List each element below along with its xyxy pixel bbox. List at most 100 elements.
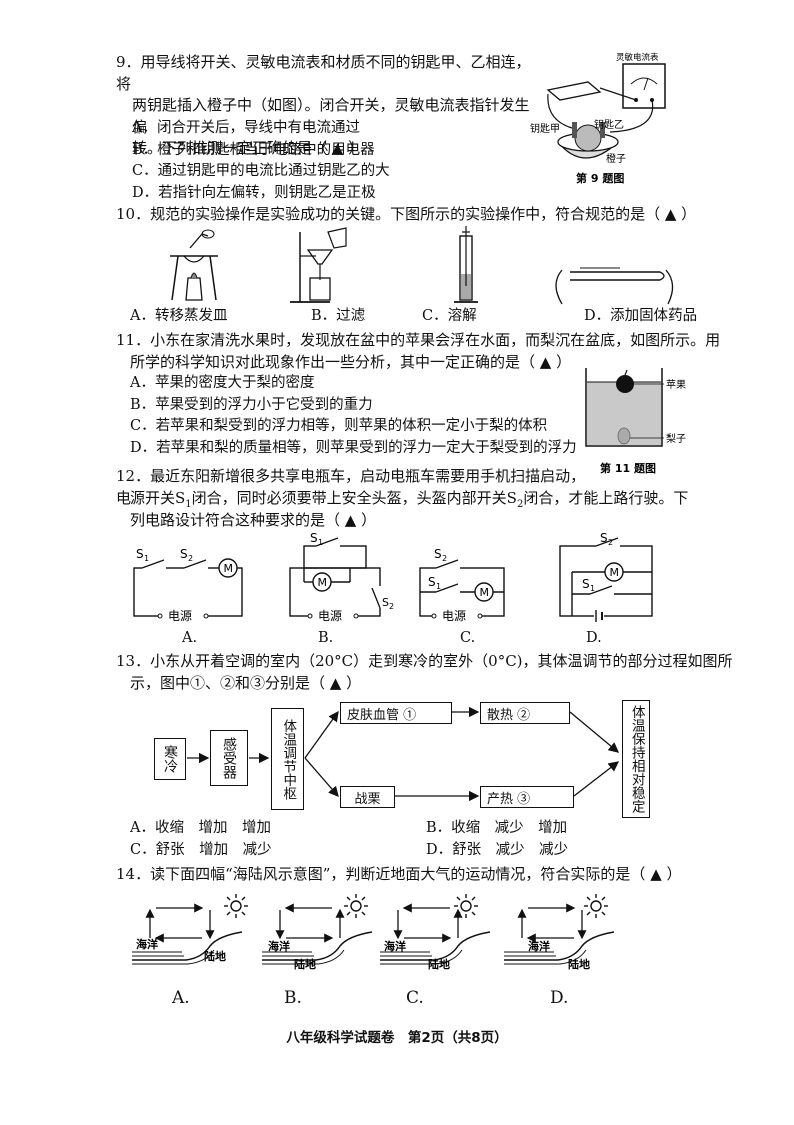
q9-option-b[interactable]: B．橙子和钥匙相当于电路中的用电器 (132, 141, 375, 158)
q9-stem-line3: 转。下列推测一定正确的是（ ▲ ） (132, 139, 364, 157)
q12-circuit-b: M S 1 S 2 电源 (289, 532, 394, 623)
q12-stem-line1: 12．最近东阳新增很多共享电瓶车，启动电瓶车需要用手机扫描启动，电 (116, 467, 586, 507)
q9-option-a[interactable]: A．闭合开关后，导线中有电流通过 (132, 120, 360, 136)
q9-stem: 9．用导线将开关、灵敏电流表和材质不同的钥匙甲、乙相连，将 两钥匙插入橙子中（如… (116, 52, 536, 160)
q13-option-a[interactable]: A．收缩 增加 增加 (130, 820, 271, 836)
q13-box-center: 体温调节中枢 (271, 708, 304, 810)
q12-c-s1: S (428, 575, 436, 589)
q14-figure-d: 海洋 陆地 (503, 893, 615, 971)
q12-circuit-c: M S 2 S 1 电源 (419, 547, 505, 623)
q13-option-c[interactable]: C．舒张 增加 减少 (130, 842, 272, 858)
q12-stem-line3: 列电路设计符合这种要求的是（ ▲ ） (130, 511, 377, 529)
q12-d-motor: M (610, 566, 620, 579)
q11-options: A．苹果的密度大于梨的密度 B．苹果受到的浮力小于它受到的重力 C．若苹果和梨受… (130, 373, 600, 459)
q14-c-land: 陆地 (428, 957, 450, 971)
q11-option-b[interactable]: B．苹果受到的浮力小于它受到的重力 (130, 396, 373, 413)
q14-c-sea: 海洋 (384, 939, 406, 953)
q14-a-sea: 海洋 (136, 937, 158, 951)
q9-label-key-b: 钥匙乙 (594, 118, 624, 131)
q14-b-sea: 海洋 (268, 939, 290, 953)
q12-option-b[interactable]: B. (318, 630, 334, 646)
q12-stem-line2: 源开关S1闭合，同时必须要带上安全头盔，头盔内部开关S2闭合，才能上路行驶。下 (130, 488, 790, 516)
q13-option-d[interactable]: D．舒张 减少 减少 (426, 842, 569, 858)
q10-option-b[interactable]: B．过滤 (311, 308, 366, 324)
q11-label-pear: 梨子 (666, 432, 686, 445)
q12-options: A. B. C. D. (120, 628, 680, 650)
q12-circuits: M S 1 S 2 电源 M S 1 S 2 (120, 532, 680, 626)
q10-figures (150, 226, 690, 308)
q14-a-land: 陆地 (204, 949, 226, 963)
q11-stem-line2: 所学的科学知识对此现象作出一些分析，其中一定正确的是（ ▲ ） (130, 352, 572, 371)
q14-figures: 海洋 陆地 海洋 陆地 海洋 陆地 (126, 888, 726, 984)
q9-option-c[interactable]: C．通过钥匙甲的电流比通过钥匙乙的大 (132, 163, 390, 179)
q12-a-s1-sub: 1 (144, 554, 149, 563)
q12-c-s2: S (434, 547, 442, 561)
q14-option-b[interactable]: B. (284, 988, 302, 1008)
q9-options: A．闭合开关后，导线中有电流通过 B．橙子和钥匙相当于电路中的用电器 C．通过钥… (132, 118, 532, 204)
q14-b-land: 陆地 (294, 957, 316, 971)
q13-box-shiver: 战栗 (340, 786, 395, 808)
q9-label-orange: 橙子 (606, 152, 626, 165)
q12-b-s1: S (310, 532, 318, 545)
q10-options: A．转移蒸发皿 B．过滤 C．溶解 D．添加固体药品 (130, 306, 780, 328)
q12-stem-sub1: 1 (185, 499, 192, 510)
q11-option-c[interactable]: C．若苹果和梨受到的浮力相等，则苹果的体积一定小于梨的体积 (130, 418, 548, 434)
q14-d-sea: 海洋 (528, 939, 550, 953)
q12-option-a[interactable]: A. (182, 630, 198, 646)
q12-c-power: 电源 (442, 609, 466, 623)
q12-option-c[interactable]: C. (460, 630, 476, 646)
q13-option-b[interactable]: B．收缩 减少 增加 (426, 820, 568, 836)
q13-box-heat-gen: 产热 ③ (480, 786, 574, 808)
q13-box-skin: 皮肤血管 ① (340, 702, 452, 724)
q11-option-a[interactable]: A．苹果的密度大于梨的密度 (130, 375, 315, 391)
q14-figure-b: 海洋 陆地 (261, 893, 373, 971)
q11-stem-line1: 11．小东在家清洗水果时，发现放在盆中的苹果会浮在水面，而梨沉在盆底，如图所示。… (116, 331, 721, 349)
q14-figure-c: 海洋 陆地 (379, 893, 491, 971)
q12-d-s2-sub: 2 (608, 538, 613, 547)
q12-option-d[interactable]: D. (586, 630, 602, 646)
q9-option-d[interactable]: D．若指针向左偏转，则钥匙乙是正极 (132, 184, 376, 201)
q11-figure: 苹果 梨子 第 11 题图 (580, 354, 700, 476)
q11-caption: 第 11 题图 (600, 461, 656, 475)
q13-stem-line1: 13．小东从开着空调的室内（20°C）走到寒冷的室外（0°C)，其体温调节的部分… (116, 652, 733, 670)
q13-box-stable: 体温保持相对稳定 (622, 700, 650, 818)
q12-stem-sub2: 2 (516, 499, 524, 510)
q13-box-cold: 寒冷 (154, 738, 186, 780)
q12-b-s2: S (382, 596, 389, 609)
q12-b-power: 电源 (318, 609, 342, 623)
page-footer: 八年级科学试题卷 第2页（共8页） (286, 1030, 508, 1046)
q11-label-apple: 苹果 (666, 378, 686, 391)
q12-stem-2c: 闭合，才能上路行驶。下 (523, 489, 689, 507)
q13-box-receptor: 感受器 (210, 730, 248, 786)
q14-option-a[interactable]: A. (172, 988, 190, 1008)
q14-stem: 14．读下面四幅“海陆风示意图”，判断近地面大气的运动情况，符合实际的是（ ▲ … (116, 865, 682, 883)
q10-stem: 10．规范的实验操作是实验成功的关键。下图所示的实验操作中，符合规范的是（ ▲ … (116, 205, 697, 223)
q12-c-s1-sub: 1 (436, 582, 441, 591)
q12-a-s2-sub: 2 (188, 554, 193, 563)
q11-stem: 11．小东在家清洗水果时，发现放在盆中的苹果会浮在水面，而梨沉在盆底，如图所示。… (116, 330, 776, 373)
q12-b-s1-sub: 1 (318, 538, 323, 547)
q14-option-c[interactable]: C. (406, 988, 424, 1008)
q10-option-a[interactable]: A．转移蒸发皿 (130, 308, 228, 324)
q14-d-land: 陆地 (568, 957, 590, 971)
q12-a-power: 电源 (168, 609, 192, 623)
q10-option-d[interactable]: D．添加固体药品 (584, 308, 698, 324)
q9-label-key-a: 钥匙甲 (530, 122, 560, 135)
q13-options: A．收缩 增加 增加 B．收缩 减少 增加 C．舒张 增加 减少 D．舒张 减少… (130, 818, 780, 862)
q9-stem-line1: 9．用导线将开关、灵敏电流表和材质不同的钥匙甲、乙相连，将 (116, 53, 531, 93)
q14-options: A. B. C. D. (120, 988, 720, 1012)
q13-stem-line2: 示，图中①、②和③分别是（ ▲ ） (130, 673, 362, 692)
q12-a-s2: S (180, 547, 188, 561)
q12-a-s1: S (136, 547, 144, 561)
q12-d-s1-sub: 1 (590, 584, 595, 593)
q12-b-s2-sub: 2 (389, 602, 394, 611)
q10-option-c[interactable]: C．溶解 (422, 308, 477, 324)
q13-stem: 13．小东从开着空调的室内（20°C）走到寒冷的室外（0°C)，其体温调节的部分… (116, 651, 786, 694)
q12-stem-2b: 闭合，同时必须要带上安全头盔，头盔内部开关S (191, 489, 517, 507)
q12-circuit-d: M S 2 S 1 (559, 532, 653, 622)
q12-circuit-a: M S 1 S 2 电源 (133, 547, 243, 623)
q14-option-d[interactable]: D. (550, 988, 569, 1008)
q14-figure-a: 海洋 陆地 (131, 893, 249, 965)
q11-option-d[interactable]: D．若苹果和梨的质量相等，则苹果受到的浮力一定大于梨受到的浮力 (130, 439, 577, 456)
q12-c-s2-sub: 2 (442, 554, 447, 563)
